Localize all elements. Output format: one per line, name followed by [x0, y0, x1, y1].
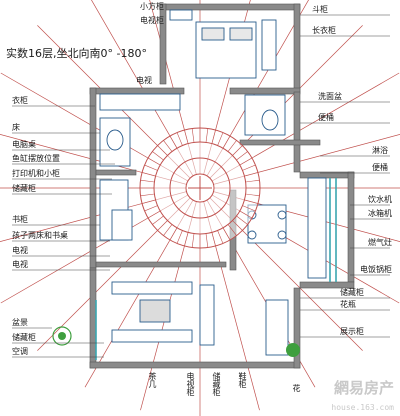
compass-tick: [147, 210, 161, 219]
label-bonsai: 盆景: [12, 318, 28, 327]
compass-tick: [239, 210, 253, 219]
label-tv: 电视: [136, 76, 152, 85]
label-small-cabinet: 小方柜: [140, 2, 164, 11]
compass-tick: [184, 232, 189, 247]
label-tv3: 电视: [12, 260, 28, 269]
label-storage4: 储藏柜: [212, 372, 221, 396]
compass-tick: [141, 199, 156, 204]
compass-tick: [140, 179, 155, 183]
compass-tick: [211, 232, 216, 247]
compass-tick: [236, 151, 248, 161]
label-printer: 打印机和小柜: [12, 169, 60, 178]
compass-tick: [176, 132, 183, 146]
compass-tick: [141, 172, 156, 177]
compass-disk: [139, 127, 261, 249]
compass-tick: [222, 227, 231, 241]
compass-tick: [169, 135, 178, 149]
label-bookcase: 书柜: [12, 215, 28, 224]
label-washbasin: 洗面盆: [318, 92, 342, 101]
compass-tick: [205, 128, 209, 143]
label-water-dispenser: 饮水机: [368, 195, 392, 204]
compass-tick: [232, 145, 243, 156]
label-display: 展示柜: [340, 327, 364, 336]
compass-tick: [244, 199, 259, 204]
compass-tick: [163, 140, 173, 152]
label-fish-tank: 鱼缸摆放位置: [12, 154, 60, 163]
label-fridge: 冰箱机: [368, 209, 392, 218]
compass-tick: [163, 224, 173, 236]
label-bath: 淋浴: [372, 146, 388, 155]
label-storage2: 储藏柜: [340, 288, 364, 297]
label-chest-cabinet: 斗柜: [312, 5, 328, 14]
label-hood: 电饭锅柜: [360, 265, 392, 274]
label-tv-cabinet: 电视柜: [140, 16, 164, 25]
compass-tick: [211, 129, 216, 144]
label-closet: 衣柜: [12, 96, 28, 105]
compass-tick: [144, 205, 158, 212]
compass-tick: [152, 151, 164, 161]
compass-tick: [242, 205, 256, 212]
compass-tick: [217, 132, 224, 146]
compass-tick: [245, 179, 260, 183]
windows: [95, 178, 337, 360]
label-aircon: 空调: [12, 347, 28, 356]
compass-tick: [239, 157, 253, 166]
label-gas-stove: 燃气灶: [368, 238, 392, 247]
compass-tick: [144, 164, 158, 171]
plants: [52, 326, 300, 357]
compass-tick: [152, 215, 164, 225]
compass-tick: [140, 193, 155, 197]
watermark-url: house.163.com: [331, 403, 394, 412]
compass-tick: [245, 193, 260, 197]
label-computer-desk: 电脑桌: [12, 140, 36, 149]
label-long-cabinet: 长衣柜: [312, 26, 336, 35]
label-toilet: 便桶: [318, 113, 334, 122]
compass-tick: [147, 157, 161, 166]
compass-tick: [232, 220, 243, 231]
compass-tick: [191, 128, 195, 143]
compass-tick: [242, 164, 256, 171]
label-storage: 储藏柜: [12, 184, 36, 193]
compass-tick: [222, 135, 231, 149]
compass-tick: [176, 230, 183, 244]
compass-tick: [169, 227, 178, 241]
label-tea-table: 茶几: [148, 372, 157, 388]
label-tv-cab2: 电视柜: [186, 372, 195, 396]
compass-tick: [191, 233, 195, 248]
compass-tick: [205, 233, 209, 248]
compass-tick: [236, 215, 248, 225]
watermark-brand: 網易房产: [333, 379, 394, 397]
label-bed: 床: [12, 123, 20, 132]
label-tv2: 电视: [12, 246, 28, 255]
compass-tick: [157, 145, 168, 156]
label-storage3: 储藏柜: [12, 333, 36, 342]
furniture: [99, 9, 327, 356]
label-flowers2: 花: [292, 384, 301, 392]
compass-tick: [217, 230, 224, 244]
label-toilet2: 便桶: [372, 163, 388, 172]
compass-tick: [184, 129, 189, 144]
plan-title: 实数16层,坐北向南0° -180°: [6, 47, 147, 60]
leader-lines: [12, 14, 390, 358]
label-kids-bed: 孩子两床和书桌: [12, 231, 68, 240]
compass-tick: [157, 220, 168, 231]
compass-tick: [227, 140, 237, 152]
label-flowers: 花瓶: [340, 300, 356, 309]
compass-tick: [227, 224, 237, 236]
compass-tick: [244, 172, 259, 177]
label-shoe2: 鞋柜: [238, 372, 247, 388]
